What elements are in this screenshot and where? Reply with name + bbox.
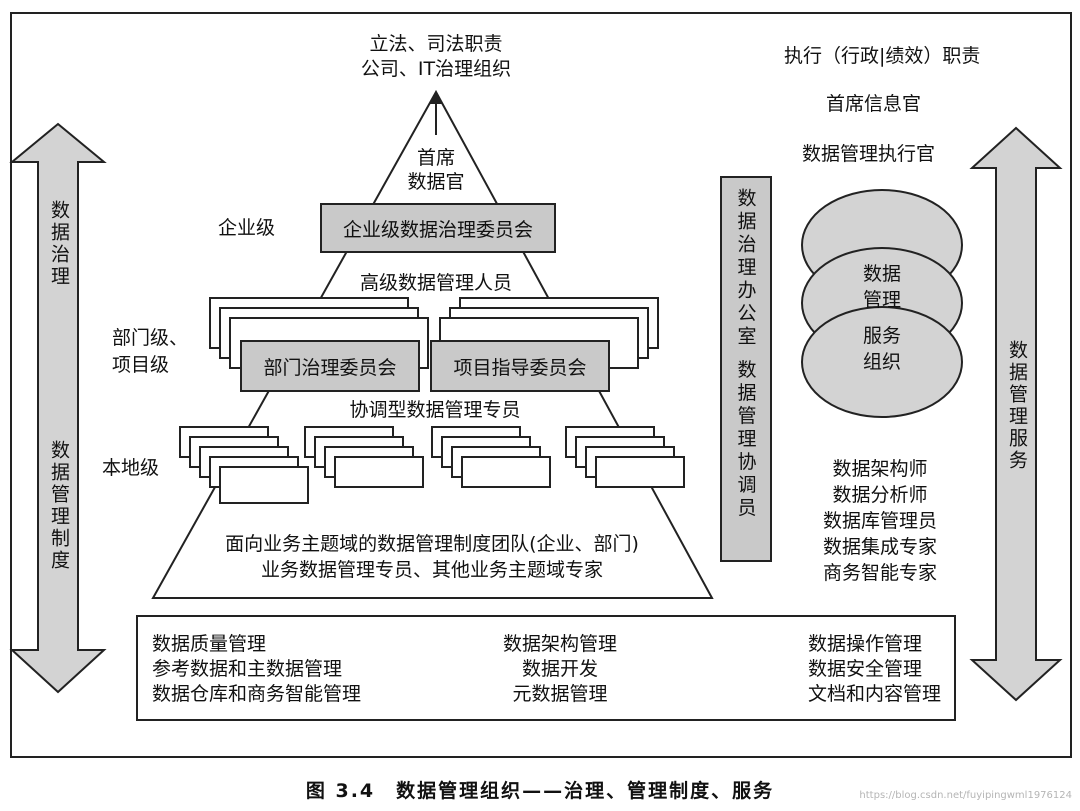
- pyramid-top-line2: 数据官: [407, 171, 465, 193]
- function-col2-3: 元数据管理: [512, 683, 608, 705]
- pyramid-bottom-line1: 面向业务主题域的数据管理制度团队(企业、部门): [225, 533, 639, 555]
- governance-office-box: 数据治理办公室 数据管理协调员: [720, 176, 772, 562]
- dept-committee-box: 部门治理委员会: [240, 340, 420, 392]
- role-3: 数据库管理员: [822, 510, 937, 532]
- circle-text-top-1: 数据: [862, 263, 901, 285]
- apex-arrow-head: [430, 91, 442, 104]
- figure-caption: 图 3.4 数据管理组织——治理、管理制度、服务: [305, 780, 775, 802]
- level-dept-line2: 项目级: [112, 354, 170, 376]
- function-col1-1: 数据质量管理: [152, 633, 267, 655]
- role-4: 数据集成专家: [822, 536, 937, 558]
- left-arrow-bottom-text: 数据管理制度: [48, 440, 70, 572]
- level-enterprise: 企业级: [218, 217, 276, 239]
- cio-label: 首席信息官: [826, 93, 922, 115]
- role-2: 数据分析师: [832, 484, 928, 506]
- left-double-arrow: [9, 122, 107, 694]
- role-1: 数据架构师: [832, 458, 928, 480]
- function-col1-3: 数据仓库和商务智能管理: [152, 683, 362, 705]
- function-col1-2: 参考数据和主数据管理: [152, 658, 343, 680]
- local-stack-3: [431, 426, 551, 488]
- level-local: 本地级: [102, 457, 160, 479]
- circle-text-top-2: 管理: [862, 289, 901, 311]
- pyramid-bottom-line2: 业务数据管理专员、其他业务主题域专家: [260, 559, 603, 581]
- function-col3-3: 文档和内容管理: [808, 683, 942, 705]
- function-col2-2: 数据开发: [521, 658, 598, 680]
- function-col3-1: 数据操作管理: [808, 633, 923, 655]
- local-stack-4: [565, 426, 685, 488]
- circle-bottom: [801, 306, 963, 418]
- function-col2-1: 数据架构管理: [502, 633, 617, 655]
- senior-staff-label: 高级数据管理人员: [359, 272, 512, 294]
- pyramid-top-line1: 首席: [416, 147, 455, 169]
- project-committee-box: 项目指导委员会: [430, 340, 610, 392]
- watermark: https://blog.csdn.net/fuyipingwml1976124: [859, 790, 1072, 801]
- enterprise-committee-box: 企业级数据治理委员会: [320, 203, 556, 253]
- right-arrow-text: 数据管理服务: [1006, 340, 1028, 472]
- circle-text-bottom-2: 组织: [862, 351, 901, 373]
- level-dept-line1: 部门级、: [112, 327, 189, 349]
- top-left-title-line2: 公司、IT治理组织: [360, 58, 512, 80]
- top-left-title-line1: 立法、司法职责: [369, 33, 503, 55]
- right-double-arrow: [969, 126, 1063, 702]
- functions-box: [136, 615, 956, 721]
- diagram-frame: [10, 12, 1072, 758]
- role-5: 商务智能专家: [822, 562, 937, 584]
- circle-text-bottom-1: 服务: [862, 325, 901, 347]
- local-stack-2: [304, 426, 424, 488]
- governance-office-text: 数据治理办公室 数据管理协调员: [734, 188, 757, 521]
- cdo-exec-label: 数据管理执行官: [802, 143, 936, 165]
- coordinator-label: 协调型数据管理专员: [349, 399, 521, 421]
- left-arrow-top-text: 数据治理: [48, 200, 70, 288]
- function-col3-2: 数据安全管理: [808, 658, 923, 680]
- top-right-title: 执行（行政|绩效）职责: [784, 45, 981, 67]
- local-stack-1: [179, 426, 309, 504]
